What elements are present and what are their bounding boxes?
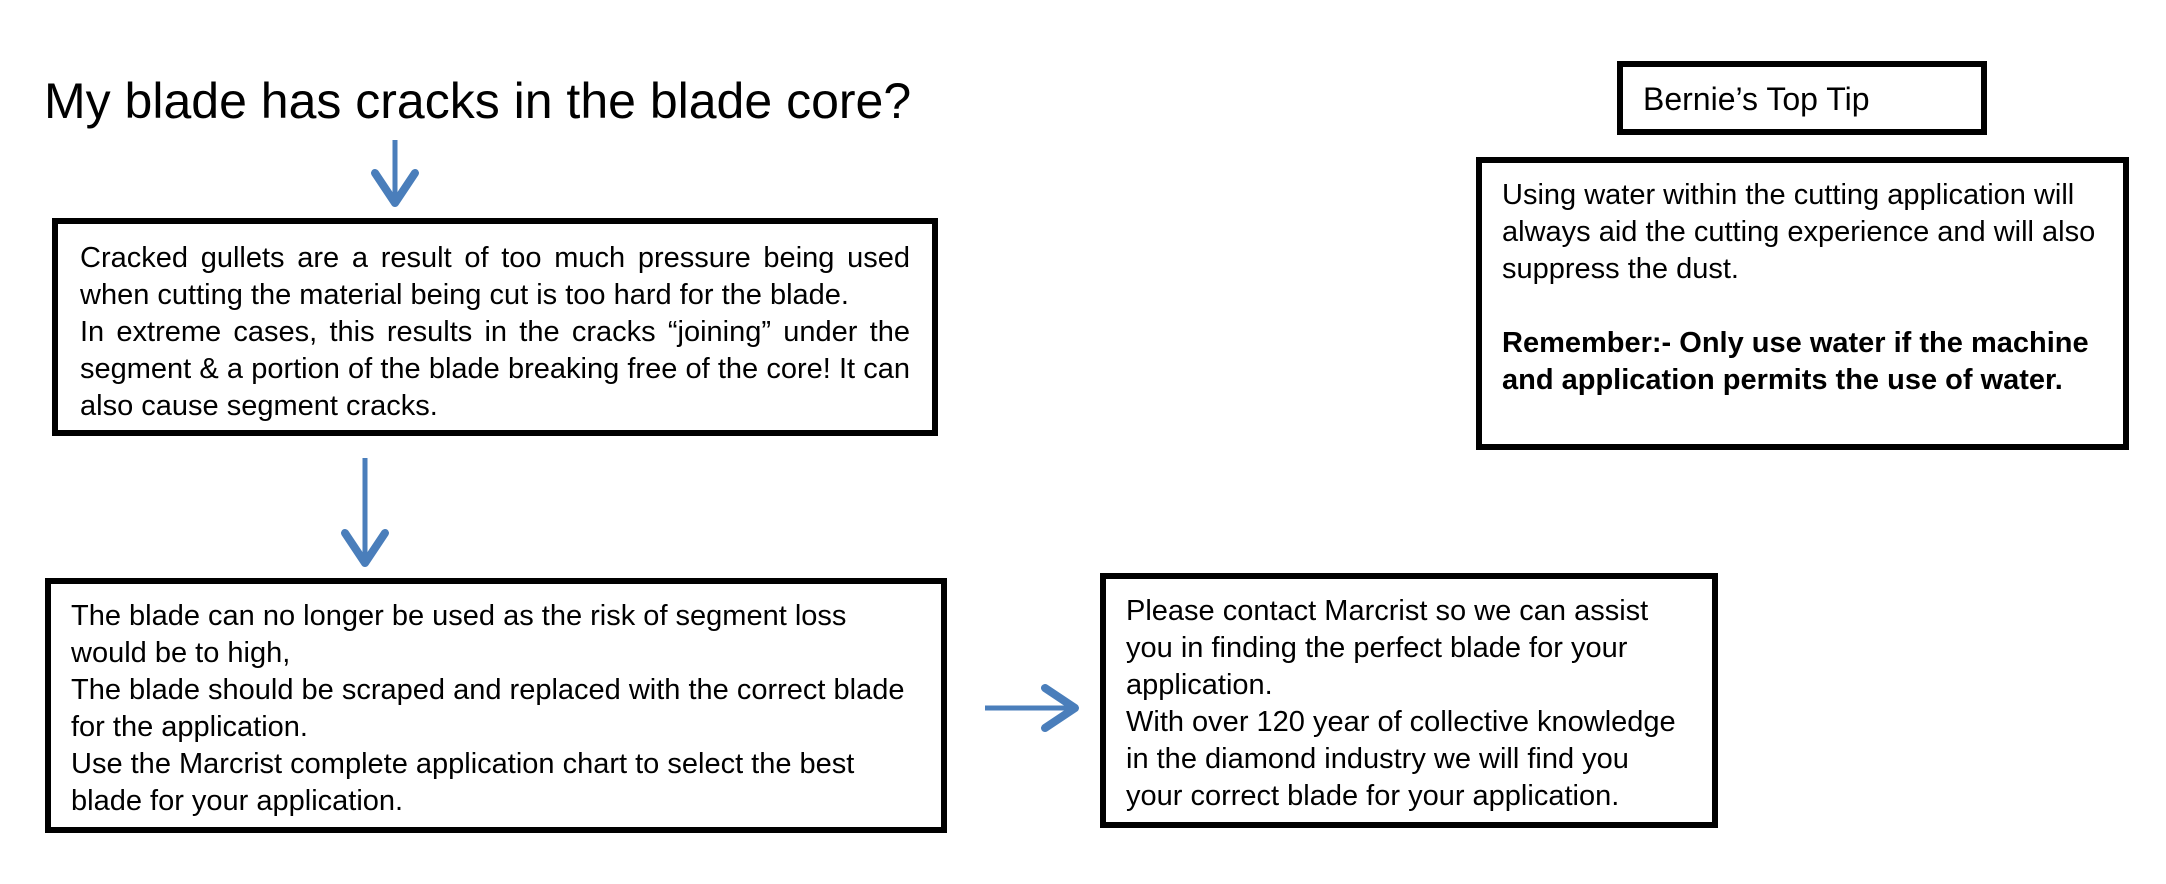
- contact-text-1: Please contact Marcrist so we can assist…: [1126, 595, 1649, 701]
- contact-box: Please contact Marcrist so we can assist…: [1100, 573, 1718, 828]
- tip-box: Using water within the cutting applicati…: [1476, 157, 2129, 450]
- page-title: My blade has cracks in the blade core?: [44, 73, 912, 129]
- tip-heading: Bernie’s Top Tip: [1643, 81, 1870, 117]
- contact-text-2: With over 120 year of collective knowled…: [1126, 706, 1676, 812]
- tip-heading-box: Bernie’s Top Tip: [1617, 61, 1987, 135]
- cause-box: Cracked gullets are a result of too much…: [52, 218, 938, 436]
- tip-text: Using water within the cutting applicati…: [1502, 179, 2096, 285]
- action-box: The blade can no longer be used as the r…: [45, 578, 947, 833]
- action-text-3: Use the Marcrist complete application ch…: [71, 748, 855, 817]
- cause-text-2: In extreme cases, this results in the cr…: [80, 316, 910, 422]
- action-text-1: The blade can no longer be used as the r…: [71, 600, 847, 669]
- tip-remember: Remember:- Only use water if the machine…: [1502, 327, 2089, 396]
- tip-spacer: [1502, 288, 2103, 325]
- action-text-2: The blade should be scraped and replaced…: [71, 674, 905, 743]
- cause-text-1: Cracked gullets are a result of too much…: [80, 242, 910, 311]
